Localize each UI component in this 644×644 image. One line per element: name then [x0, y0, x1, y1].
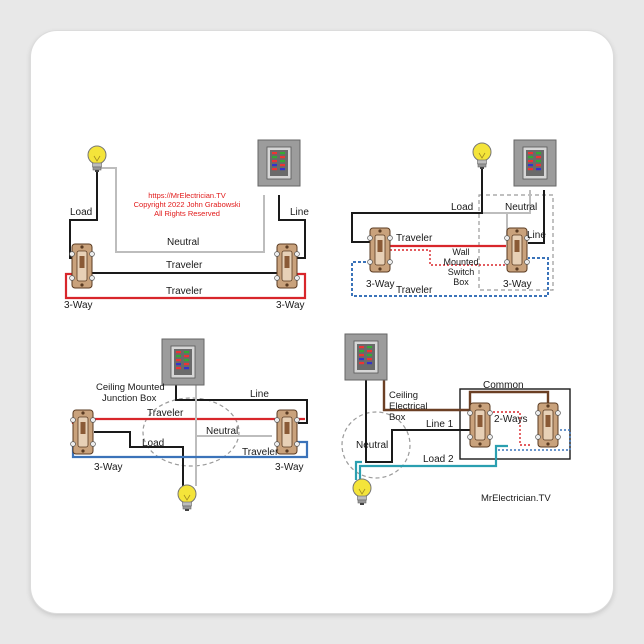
- line-wire: [278, 195, 306, 259]
- traveler-wire-blue: [351, 257, 549, 297]
- brand-label: MrElectrician.TV: [481, 493, 551, 504]
- load-label: Load: [70, 207, 92, 218]
- switch-box-outline: [478, 194, 554, 291]
- traveler-wire-red: [71, 417, 305, 424]
- breaker-panel-icon: [257, 139, 301, 187]
- toggle-switch-icon: [69, 243, 95, 289]
- light-bulb-icon: [352, 478, 372, 506]
- junction-box-outline: [142, 397, 240, 467]
- diagram-bottom-right: Common Ceiling Electrical Box Line 1 2-W…: [341, 333, 571, 506]
- traveler-label: Traveler: [242, 447, 279, 458]
- ceiling-box-label: Electrical: [389, 401, 428, 412]
- breaker-panel-icon: [344, 333, 388, 381]
- load2-wire: [358, 444, 508, 480]
- load-wire: [351, 167, 483, 243]
- neutral-label: Neutral: [167, 237, 199, 248]
- neutral-label: Neutral: [505, 202, 537, 213]
- load-label: Load: [142, 438, 164, 449]
- switch-box-label: Box: [453, 277, 469, 287]
- toggle-switch-icon: [367, 227, 393, 273]
- traveler-label: Traveler: [147, 408, 184, 419]
- switch-box-label: Wall: [452, 247, 469, 257]
- breaker-panel-icon: [513, 139, 557, 187]
- traveler-wire-red: [390, 249, 506, 266]
- traveler-label: Traveler: [166, 260, 203, 271]
- light-bulb-icon: [472, 142, 492, 170]
- toggle-switch-icon: [70, 409, 96, 455]
- ceiling-box-label: Ceiling: [389, 390, 418, 401]
- load2-label: Load 2: [423, 454, 454, 465]
- neutral-wire: [98, 167, 265, 253]
- switch-label: 3-Way: [64, 300, 93, 311]
- neutral-wire: [506, 190, 531, 235]
- credit-url: https://MrElectrician.TV: [148, 191, 226, 200]
- coaster: [31, 31, 613, 613]
- toggle-switch-icon: [504, 227, 530, 273]
- line-label: Line: [250, 389, 269, 400]
- ceiling-box-outline: [341, 411, 411, 479]
- traveler-label: Traveler: [396, 285, 433, 296]
- traveler-wire-blue: [498, 429, 571, 451]
- common-wire: [382, 377, 550, 412]
- toggle-switch-icon: [274, 243, 300, 289]
- diagram-top-left: Load Line Neutral Traveler Traveler 3-Wa…: [64, 139, 309, 311]
- toggle-switch-icon: [467, 402, 493, 448]
- junction-box-label: Ceiling Mounted: [96, 382, 165, 393]
- neutral-label: Neutral: [206, 426, 238, 437]
- diagram-top-right: Load Neutral Line Traveler Traveler Wall…: [351, 139, 557, 297]
- switch-label: 3-Way: [366, 279, 395, 290]
- ceiling-box-label: Box: [389, 412, 406, 423]
- credit-copyright: Copyright 2022 John Grabowski: [134, 200, 241, 209]
- line-wire: [175, 385, 308, 424]
- junction-box-label: Junction Box: [102, 393, 157, 404]
- neutral-wire: [481, 167, 507, 214]
- switch-box-label: Mounted: [443, 257, 478, 267]
- neutral-label: Neutral: [356, 440, 388, 451]
- diagram-bottom-left: Ceiling Mounted Junction Box Line Travel…: [70, 338, 309, 512]
- switch-label: 3-Way: [276, 300, 305, 311]
- switch-box-label: Switch: [448, 267, 475, 277]
- toggle-switch-icon: [535, 402, 561, 448]
- traveler-wire-red: [489, 411, 530, 446]
- line-label: Line: [527, 230, 546, 241]
- traveler-label: Traveler: [166, 286, 203, 297]
- traveler-wire-red: [64, 272, 307, 300]
- line-wire: [528, 190, 545, 244]
- switch-label: 3-Way: [275, 462, 304, 473]
- breaker-panel-icon: [161, 338, 205, 386]
- load-label: Load: [451, 202, 473, 213]
- switch-label: 3-Way: [94, 462, 123, 473]
- line1-label: Line 1: [426, 419, 454, 430]
- switches-label: 2-Ways: [494, 414, 528, 425]
- line-label: Line: [290, 207, 309, 218]
- common-label: Common: [483, 380, 524, 391]
- toggle-switch-icon: [274, 409, 300, 455]
- switch-box-outline: [459, 388, 571, 460]
- load-wire: [94, 431, 184, 486]
- traveler-label: Traveler: [396, 233, 433, 244]
- switch-label: 3-Way: [503, 279, 532, 290]
- neutral-wire: [354, 460, 362, 480]
- credit-rights: All Rights Reserved: [154, 209, 220, 218]
- light-bulb-icon: [177, 484, 197, 512]
